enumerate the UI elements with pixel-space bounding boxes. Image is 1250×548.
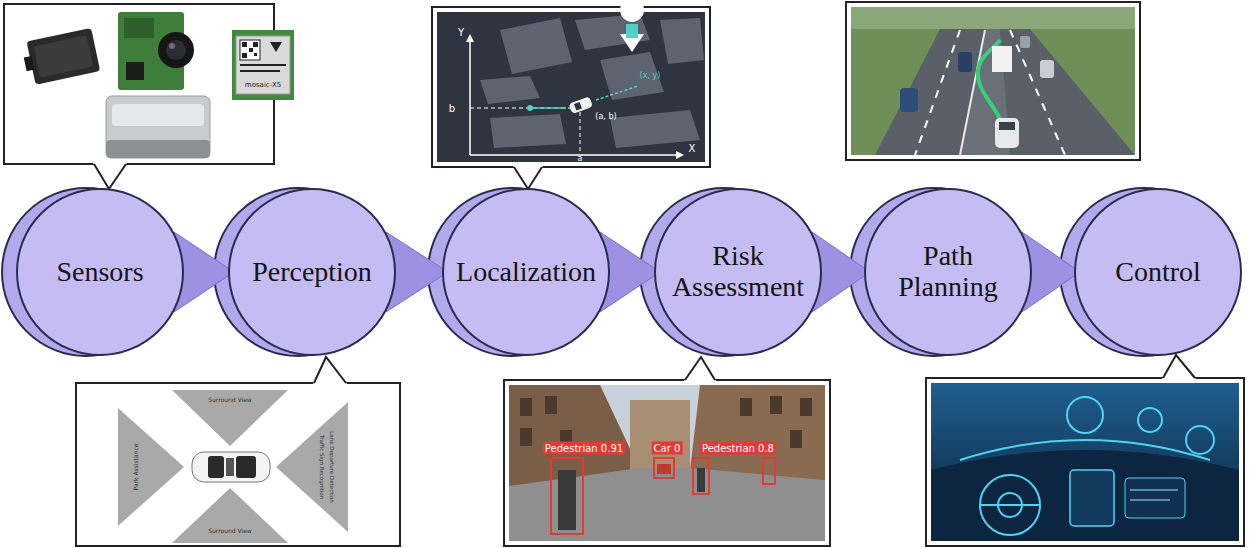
perception-callout: [76, 357, 400, 546]
image-label: Pedestrian 0.8: [700, 442, 776, 455]
image-label: Car 0: [652, 442, 683, 455]
sensors-callout: [4, 4, 294, 189]
image-label: a: [578, 155, 583, 164]
image-label: Lane Departure Detection: [329, 431, 335, 502]
image-label: mosaic-X5: [245, 82, 281, 90]
image-label: Surround View: [208, 528, 252, 535]
image-label: (x, y): [640, 72, 661, 81]
image-label: Park Assistance: [133, 444, 140, 491]
process-circle: Risk Assessment: [654, 188, 822, 356]
image-label: (a, b): [595, 113, 616, 122]
control-callout: [926, 355, 1244, 546]
process-circle: Sensors: [16, 188, 184, 356]
node-label: Path Planning: [878, 241, 1018, 303]
node-label: Control: [1115, 257, 1201, 288]
image-label: Pedestrian 0.91: [543, 442, 625, 455]
process-circle: Perception: [228, 188, 396, 356]
image-label: b: [449, 103, 455, 114]
process-circle: Localization: [442, 188, 610, 356]
image-label: Traffic Sign Recognition: [319, 435, 325, 499]
image-label: Surround View: [208, 397, 252, 404]
localization-callout: [432, 0, 710, 189]
node-label: Perception: [252, 257, 372, 288]
node-shadows: [2, 188, 1228, 356]
node-label: Risk Assessment: [668, 241, 808, 303]
risk-assessment-callout: [504, 357, 830, 546]
image-label: X: [689, 143, 696, 154]
node-label: Sensors: [56, 257, 143, 288]
node-label: Localization: [456, 257, 596, 288]
path-planning-callout: [846, 2, 1140, 160]
image-label: Y: [458, 27, 464, 38]
process-circle: Path Planning: [864, 188, 1032, 356]
process-circle: Control: [1074, 188, 1242, 356]
